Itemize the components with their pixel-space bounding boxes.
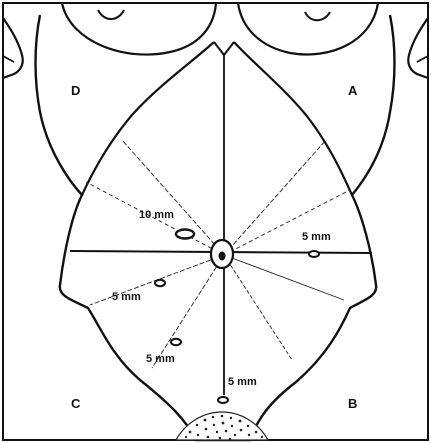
- port-marker-5mm-left-lower: [171, 339, 181, 345]
- port-label-5mm-left-lower: 5 mm: [146, 353, 175, 365]
- quadrant-label-upper-right: A: [348, 83, 358, 98]
- port-marker-5mm-right: [309, 251, 319, 257]
- quadrant-label-lower-right: B: [348, 396, 357, 411]
- port-label-10mm: 10 mm: [139, 209, 174, 221]
- port-marker-10mm: [176, 230, 194, 239]
- port-label-5mm-left-mid: 5 mm: [112, 291, 141, 303]
- figure-border: [3, 3, 428, 440]
- port-marker-5mm-left-mid: [155, 280, 165, 286]
- port-label-5mm-right: 5 mm: [302, 231, 331, 243]
- quadrant-label-upper-left: D: [71, 83, 80, 98]
- port-label-5mm-suprapubic: 5 mm: [228, 376, 257, 388]
- umbilicus-center: [219, 252, 226, 261]
- port-marker-5mm-suprapubic: [218, 397, 228, 403]
- quadrant-label-lower-left: C: [71, 396, 81, 411]
